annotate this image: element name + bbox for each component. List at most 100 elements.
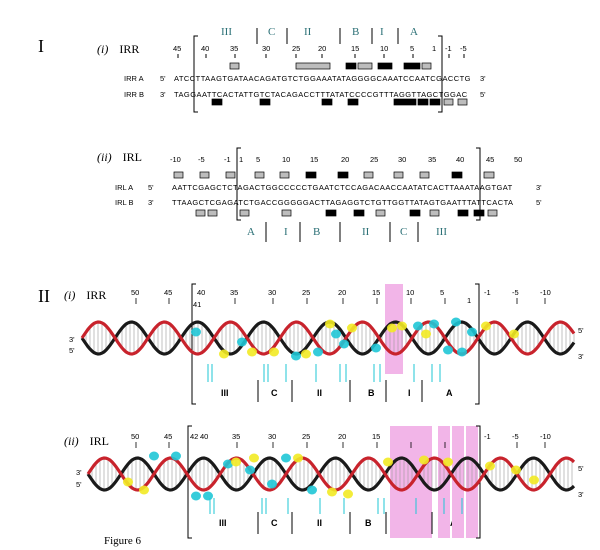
irl-box bbox=[419, 171, 430, 179]
p2-irr-num-45: 45 bbox=[164, 288, 173, 297]
p2-irl-num-20: 20 bbox=[338, 432, 347, 441]
p2-irl-end-3: 3' bbox=[76, 468, 82, 477]
irl-box bbox=[375, 209, 386, 217]
panel-II-irr-sub: (i) IRR bbox=[64, 288, 107, 302]
contact-cyan-marker bbox=[191, 327, 201, 337]
irl-num-20: 20 bbox=[341, 155, 350, 164]
irr-num-20: 20 bbox=[318, 44, 327, 53]
irr-box bbox=[321, 98, 333, 106]
contact-cyan-marker bbox=[339, 339, 349, 349]
p2-irr-region-I: I bbox=[408, 388, 411, 398]
irr-upper-boxes bbox=[229, 62, 432, 70]
contact-yellow-marker bbox=[481, 321, 491, 331]
helix-strand-red bbox=[80, 320, 576, 356]
p2-irl-num-m1: -1 bbox=[484, 432, 491, 441]
contact-yellow-marker bbox=[247, 347, 257, 357]
panel-I-irl-name: IRL bbox=[122, 150, 143, 164]
irl-box bbox=[473, 209, 485, 217]
irl-region-C: C bbox=[400, 226, 408, 238]
irr-box bbox=[357, 62, 373, 70]
contact-cyan-marker bbox=[467, 327, 477, 337]
irr-box bbox=[211, 98, 223, 106]
p2-irr-region-II: II bbox=[317, 388, 323, 398]
contact-cyan-marker bbox=[443, 345, 453, 355]
irr-left-bracket bbox=[193, 35, 198, 113]
contact-cyan-marker bbox=[237, 337, 247, 347]
panel-II-irr-name: IRR bbox=[86, 288, 107, 302]
irr-box bbox=[295, 62, 331, 70]
irr-brackets bbox=[193, 28, 443, 113]
irl-box bbox=[281, 209, 292, 217]
panel-I-label: I bbox=[38, 36, 44, 56]
irl-dna-helix bbox=[86, 451, 576, 501]
contact-yellow-marker bbox=[293, 453, 303, 463]
irl-num-10: 10 bbox=[282, 155, 291, 164]
panel-II-label: II bbox=[38, 286, 50, 306]
panel-I-irr-name: IRR bbox=[119, 42, 140, 56]
irr-num-40: 40 bbox=[201, 44, 210, 53]
p2-irl-left-bracket bbox=[187, 425, 192, 539]
irl-box bbox=[254, 171, 265, 179]
irl-box bbox=[429, 209, 440, 217]
irl-num-m1: -1 bbox=[224, 155, 231, 164]
p2-irl-region-III: III bbox=[219, 518, 227, 528]
contact-yellow-marker bbox=[529, 475, 539, 485]
irl-strand-a-sequence: AATTCGAGCTCTAGACTGGCCCCCTGAATCTCCAGACAAC… bbox=[172, 183, 513, 192]
p2-irl-num-40: 40 bbox=[200, 432, 209, 441]
contact-yellow-marker bbox=[443, 457, 453, 467]
p2-irr-region-III: III bbox=[221, 388, 229, 398]
contact-yellow-marker bbox=[269, 347, 279, 357]
irl-box bbox=[305, 171, 317, 179]
contact-cyan-marker bbox=[457, 347, 467, 357]
irr-strand-a-5prime: 5' bbox=[160, 74, 166, 83]
panel-II-irl-sub: (ii) IRL bbox=[64, 434, 110, 448]
irl-box bbox=[393, 171, 404, 179]
p2-irr-end-3r: 3' bbox=[578, 352, 584, 361]
irl-box bbox=[207, 209, 218, 217]
p2-irl-num-m5: -5 bbox=[512, 432, 519, 441]
p2-irr-num-40: 40 bbox=[197, 288, 206, 297]
p2-irr-num-1: 1 bbox=[467, 296, 472, 305]
irr-box bbox=[403, 62, 421, 70]
p2-irr-region-B: B bbox=[368, 388, 375, 398]
p2-irl-num-25: 25 bbox=[302, 432, 311, 441]
irl-box bbox=[173, 171, 184, 179]
p2-irl-region-C: C bbox=[271, 518, 278, 528]
irl-num-45: 45 bbox=[486, 155, 495, 164]
irl-left-bracket bbox=[236, 147, 241, 221]
irr-num-m5: -5 bbox=[460, 44, 467, 53]
p2-irr-num-35: 35 bbox=[230, 288, 239, 297]
irr-box bbox=[429, 98, 441, 106]
irl-region-I: I bbox=[284, 226, 288, 238]
region-A: A bbox=[410, 26, 418, 38]
p2-irr-contact-lines bbox=[207, 364, 441, 382]
contact-cyan-marker bbox=[313, 347, 323, 357]
p2-irr-end-5: 5' bbox=[69, 346, 75, 355]
p2-irr-num-m10: -10 bbox=[540, 288, 551, 297]
p2-ticks bbox=[135, 298, 546, 448]
p2-irr-num-m1: -1 bbox=[484, 288, 491, 297]
irr-strand-b-5prime: 5' bbox=[480, 90, 486, 99]
irl-region-III: III bbox=[436, 226, 447, 238]
irr-num-m1: -1 bbox=[445, 44, 452, 53]
p2-irl-end-5: 5' bbox=[76, 480, 82, 489]
irr-box bbox=[457, 98, 468, 106]
p2-irr-num-m5: -5 bbox=[512, 288, 519, 297]
p2-irr-end-3: 3' bbox=[69, 335, 75, 344]
contact-cyan-marker bbox=[371, 343, 381, 353]
irl-box bbox=[451, 171, 463, 179]
contact-yellow-marker bbox=[301, 349, 311, 359]
irl-region-A: A bbox=[247, 226, 255, 238]
irl-brackets bbox=[236, 147, 481, 242]
irl-strand-b-3prime: 3' bbox=[148, 198, 154, 207]
panel-I-irl-sub: (ii) IRL bbox=[97, 150, 143, 164]
helix-strand-black bbox=[86, 456, 576, 492]
region-C: C bbox=[268, 26, 276, 38]
contact-yellow-marker bbox=[139, 485, 149, 495]
irr-strand-b-sequence: TAGGAATTCACTATTGTCTACAGACCTTTATATCCCCGTT… bbox=[174, 90, 468, 99]
irl-strand-b-label: IRL B bbox=[115, 198, 134, 207]
p2-irr-region-C: C bbox=[271, 388, 278, 398]
contact-yellow-marker bbox=[383, 457, 393, 467]
irr-box bbox=[345, 62, 357, 70]
